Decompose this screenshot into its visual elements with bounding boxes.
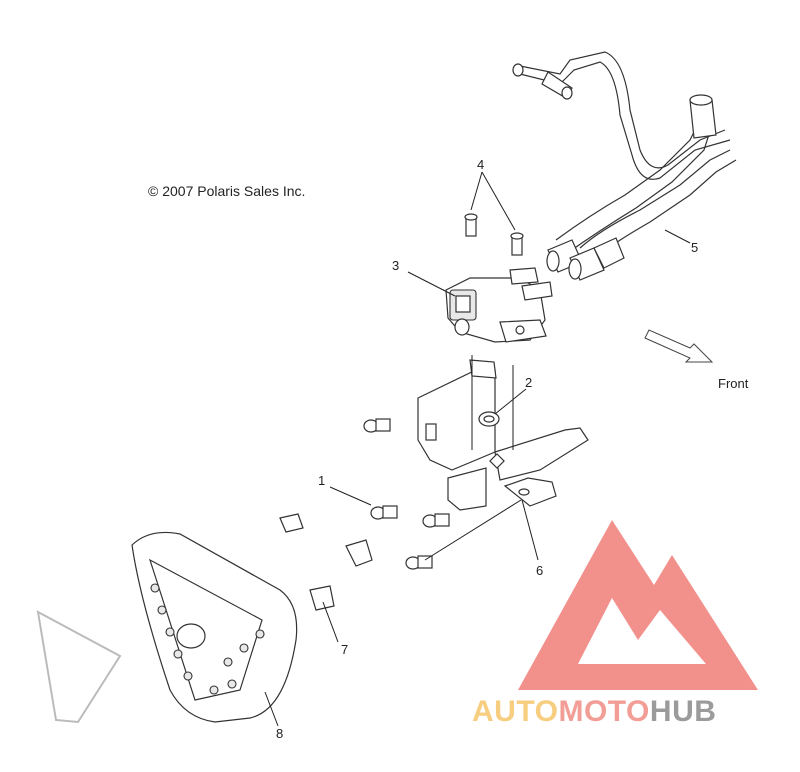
callout-7: 7 bbox=[341, 642, 348, 657]
callout-5: 5 bbox=[691, 240, 698, 255]
bracket-part bbox=[417, 355, 589, 511]
logo-auto-text: AUTO bbox=[472, 695, 558, 728]
trim-outline-part bbox=[36, 610, 122, 724]
fastener-set-part bbox=[363, 418, 450, 570]
logo-hub-text: HUB bbox=[650, 695, 717, 728]
copyright-text: © 2007 Polaris Sales Inc. bbox=[148, 183, 305, 199]
callout-6: 6 bbox=[536, 563, 543, 578]
valve-part bbox=[445, 267, 553, 343]
clip-set-part bbox=[279, 513, 373, 611]
svg-text:AUTOMOTOHUB: AUTOMOTOHUB bbox=[472, 695, 716, 728]
automotohub-logo: AUTOMOTOHUB bbox=[472, 520, 758, 728]
leader-lines bbox=[264, 171, 691, 727]
clamp-part bbox=[478, 411, 500, 427]
callout-3: 3 bbox=[392, 258, 399, 273]
hose-assembly-part bbox=[512, 51, 737, 281]
cover-part bbox=[131, 531, 298, 723]
callout-8: 8 bbox=[276, 726, 283, 741]
front-label: Front bbox=[718, 376, 749, 391]
callout-2: 2 bbox=[525, 375, 532, 390]
callout-4: 4 bbox=[477, 157, 484, 172]
front-arrow-icon bbox=[644, 329, 714, 363]
callout-1: 1 bbox=[318, 473, 325, 488]
bolt-pair-part bbox=[464, 213, 524, 256]
logo-moto-text: MOTO bbox=[558, 695, 649, 728]
